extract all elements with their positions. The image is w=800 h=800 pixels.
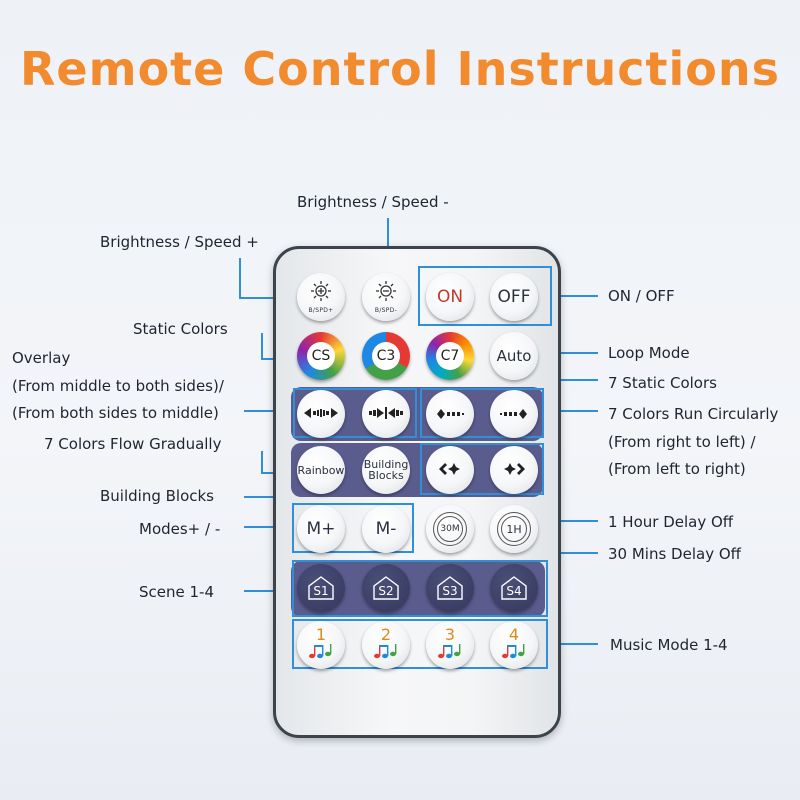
delay-30m-button[interactable]: 30M bbox=[426, 505, 474, 553]
label-overlay-line3: (From both sides to middle) bbox=[12, 404, 219, 422]
run-right-icon bbox=[499, 405, 529, 424]
flow-left-button[interactable] bbox=[426, 446, 474, 494]
s3-label: S3 bbox=[442, 583, 458, 598]
music-3-label: 3 bbox=[444, 625, 456, 644]
building-label-line2: Blocks bbox=[368, 469, 404, 482]
on-label: ON bbox=[436, 287, 464, 307]
timer-ring-icon: 1H bbox=[497, 512, 531, 546]
delay-1h-button[interactable]: 1H bbox=[490, 505, 538, 553]
label-modes: Modes+ / - bbox=[139, 520, 221, 538]
run-left-icon bbox=[435, 405, 465, 424]
run-circularly-highlight-2 bbox=[420, 443, 544, 495]
c3-label: C3 bbox=[372, 342, 400, 370]
run-right-to-left-button[interactable] bbox=[426, 390, 474, 438]
label-overlay-line2: (From middle to both sides)/ bbox=[12, 377, 224, 395]
s4-label: S4 bbox=[506, 583, 522, 598]
music-notes-icon bbox=[502, 643, 526, 663]
scene-highlight bbox=[292, 560, 548, 617]
sun-plus-icon bbox=[310, 280, 332, 306]
music-notes-icon bbox=[374, 643, 398, 663]
label-1-hour-delay: 1 Hour Delay Off bbox=[608, 513, 734, 531]
t30-label: 30M bbox=[437, 516, 463, 542]
chevron-star-left-icon bbox=[439, 461, 461, 480]
label-run-circularly-line3: (From left to right) bbox=[608, 460, 746, 478]
building-label-line1: Building bbox=[363, 458, 409, 471]
scene-4-button[interactable]: S4 bbox=[490, 564, 538, 612]
label-flow-gradually: 7 Colors Flow Gradually bbox=[44, 435, 222, 453]
label-scene: Scene 1-4 bbox=[139, 583, 214, 601]
auto-button[interactable]: Auto bbox=[490, 332, 538, 380]
brightness-minus-button[interactable]: B/SPD- bbox=[362, 273, 410, 321]
label-overlay: Overlay bbox=[12, 349, 71, 367]
t1h-label: 1H bbox=[501, 516, 527, 542]
music-4-label: 4 bbox=[508, 625, 520, 644]
static-colors-c7-button[interactable]: C7 bbox=[426, 332, 474, 380]
scene-3-button[interactable]: S3 bbox=[426, 564, 474, 612]
timer-ring-icon: 30M bbox=[433, 512, 467, 546]
building-blocks-button[interactable]: Building Blocks bbox=[362, 446, 410, 494]
label-run-circularly: 7 Colors Run Circularly bbox=[608, 405, 779, 423]
bspd-minus-caption: B/SPD- bbox=[374, 307, 398, 314]
bspd-plus-caption: B/SPD+ bbox=[308, 307, 334, 314]
on-button[interactable]: ON bbox=[426, 273, 474, 321]
music-highlight bbox=[292, 619, 548, 669]
music-2-label: 2 bbox=[380, 625, 392, 644]
music-mode-1-button[interactable]: 1 bbox=[297, 621, 345, 669]
house-icon: S4 bbox=[501, 576, 527, 600]
overlay-sides-in-button[interactable] bbox=[362, 390, 410, 438]
label-run-circularly-line2: (From right to left) / bbox=[608, 433, 756, 451]
run-circularly-highlight bbox=[420, 388, 544, 438]
music-mode-2-button[interactable]: 2 bbox=[362, 621, 410, 669]
arrows-inward-icon bbox=[369, 405, 403, 424]
label-7-static-colors: 7 Static Colors bbox=[608, 374, 717, 392]
s1-label: S1 bbox=[313, 583, 329, 598]
music-notes-icon bbox=[438, 643, 462, 663]
mode-plus-button[interactable]: M+ bbox=[297, 505, 345, 553]
modes-highlight bbox=[292, 503, 414, 553]
scene-2-button[interactable]: S2 bbox=[362, 564, 410, 612]
house-icon: S3 bbox=[437, 576, 463, 600]
music-1-label: 1 bbox=[315, 625, 327, 644]
label-music-mode: Music Mode 1-4 bbox=[610, 636, 728, 654]
static-colors-cs-button[interactable]: CS bbox=[297, 332, 345, 380]
arrows-outward-icon bbox=[304, 405, 338, 424]
run-left-to-right-button[interactable] bbox=[490, 390, 538, 438]
on-off-highlight bbox=[418, 266, 552, 326]
rainbow-label: Rainbow bbox=[297, 463, 345, 477]
overlay-middle-out-button[interactable] bbox=[297, 390, 345, 438]
mode-minus-button[interactable]: M- bbox=[362, 505, 410, 553]
house-icon: S1 bbox=[308, 576, 334, 600]
scene-1-button[interactable]: S1 bbox=[297, 564, 345, 612]
cs-label: CS bbox=[307, 342, 335, 370]
house-icon: S2 bbox=[373, 576, 399, 600]
label-building-blocks: Building Blocks bbox=[100, 487, 215, 505]
label-brightness-minus: Brightness / Speed - bbox=[297, 193, 449, 211]
chevron-star-right-icon bbox=[503, 461, 525, 480]
s2-label: S2 bbox=[378, 583, 394, 598]
label-brightness-plus: Brightness / Speed + bbox=[100, 233, 259, 251]
c7-label: C7 bbox=[436, 342, 464, 370]
music-mode-4-button[interactable]: 4 bbox=[490, 621, 538, 669]
off-button[interactable]: OFF bbox=[490, 273, 538, 321]
static-colors-c3-button[interactable]: C3 bbox=[362, 332, 410, 380]
label-static-colors: Static Colors bbox=[133, 320, 228, 338]
overlay-highlight bbox=[293, 388, 417, 438]
flow-right-button[interactable] bbox=[490, 446, 538, 494]
brightness-plus-button[interactable]: B/SPD+ bbox=[297, 273, 345, 321]
auto-label: Auto bbox=[496, 347, 532, 365]
music-notes-icon bbox=[309, 643, 333, 663]
page-title: Remote Control Instructions bbox=[20, 42, 780, 96]
rainbow-button[interactable]: Rainbow bbox=[297, 446, 345, 494]
music-mode-3-button[interactable]: 3 bbox=[426, 621, 474, 669]
sun-minus-icon bbox=[375, 280, 397, 306]
label-30-mins-delay: 30 Mins Delay Off bbox=[608, 545, 741, 563]
m-minus-label: M- bbox=[375, 519, 397, 539]
label-on-off: ON / OFF bbox=[608, 287, 675, 305]
m-plus-label: M+ bbox=[306, 519, 336, 539]
label-loop-mode: Loop Mode bbox=[608, 344, 690, 362]
off-label: OFF bbox=[497, 287, 531, 307]
